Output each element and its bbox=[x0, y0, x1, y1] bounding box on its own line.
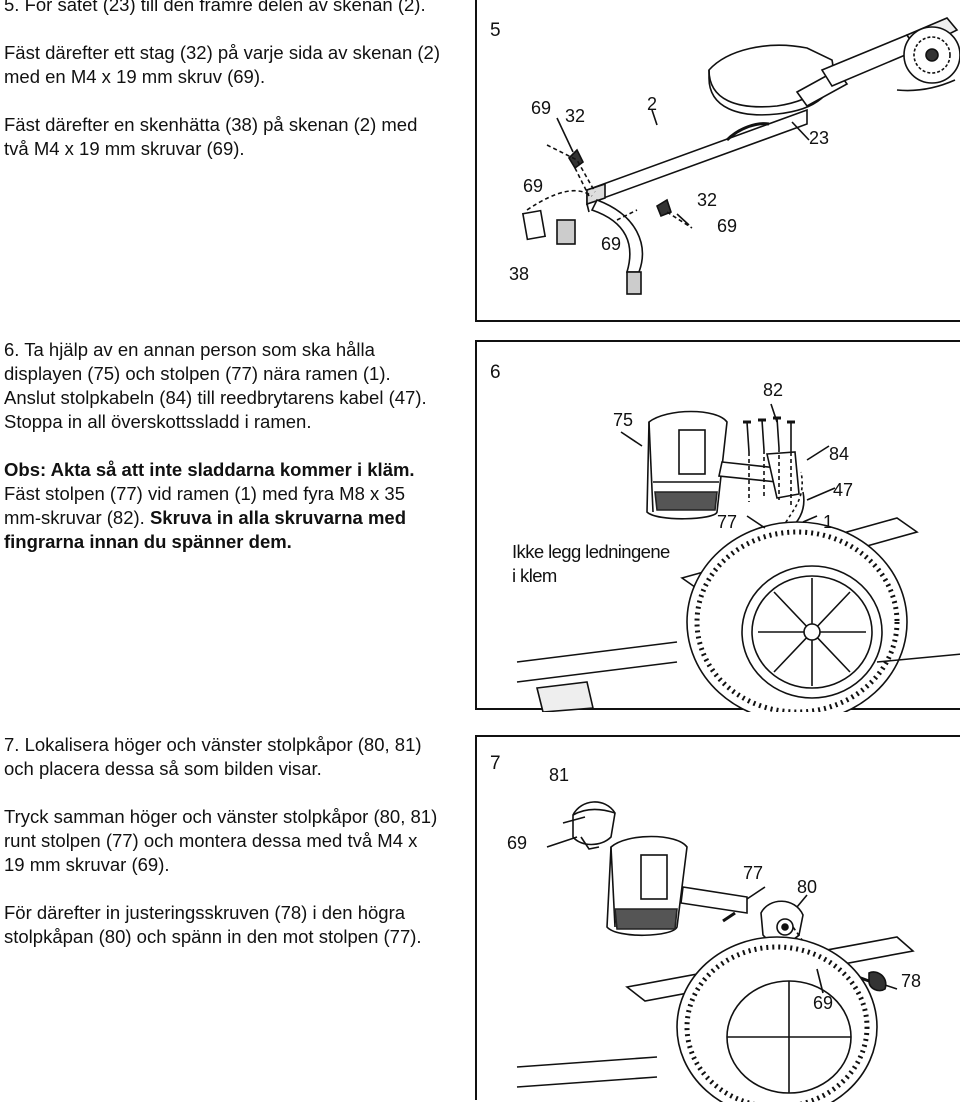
step6-text: 6. Ta hjälp av en annan person som ska h… bbox=[4, 338, 480, 554]
callout-82: 82 bbox=[763, 380, 784, 400]
callout-38: 38 bbox=[509, 264, 530, 284]
callout-77: 77 bbox=[743, 863, 764, 883]
step6-figure: 6 75 82 84 47 77 1 Ikke legg ledningene … bbox=[475, 340, 960, 712]
step6-warning-line1: Ikke legg ledningene bbox=[512, 541, 670, 562]
step5-para1-line2: med en M4 x 19 mm skruv (69). bbox=[4, 66, 266, 87]
callout-69c: 69 bbox=[717, 216, 738, 236]
step6-obs: Obs: Akta så att inte sladdarna kommer i… bbox=[4, 459, 415, 480]
step5-para1-line1: Fäst därefter ett stag (32) på varje sid… bbox=[4, 42, 440, 63]
step6-line2: displayen (75) och stolpen (77) nära ram… bbox=[4, 363, 391, 384]
step7-figure-number: 7 bbox=[490, 753, 501, 774]
step7-drawing bbox=[516, 801, 915, 1102]
step6-drawing bbox=[516, 403, 960, 712]
callout-1: 1 bbox=[823, 512, 834, 532]
callout-69b: 69 bbox=[523, 176, 544, 196]
step7-line5: 19 mm skruvar (69). bbox=[4, 854, 170, 875]
step5-heading: 5. För sätet (23) till den främre delen … bbox=[4, 0, 426, 15]
step7-line4: runt stolpen (77) och montera dessa med … bbox=[4, 830, 418, 851]
step7-line7: stolpkåpan (80) och spänn in den mot sto… bbox=[4, 926, 422, 947]
step7-figure: 7 81 69 77 80 78 69 bbox=[475, 735, 960, 1102]
step6-line3: Anslut stolpkabeln (84) till reedbrytare… bbox=[4, 387, 427, 408]
step6-line6a: mm-skruvar (82). bbox=[4, 507, 150, 528]
callout-69d: 69 bbox=[601, 234, 622, 254]
step6-line5: Fäst stolpen (77) vid ramen (1) med fyra… bbox=[4, 483, 405, 504]
step6-line1: 6. Ta hjälp av en annan person som ska h… bbox=[4, 339, 375, 360]
step6-line4: Stoppa in all överskottssladd i ramen. bbox=[4, 411, 312, 432]
step7-line6: För därefter in justeringsskruven (78) i… bbox=[4, 902, 406, 923]
step6-line6b: Skruva in alla skruvarna med bbox=[149, 507, 406, 528]
callout-47: 47 bbox=[833, 480, 854, 500]
callout-32b: 32 bbox=[697, 190, 718, 210]
step6-line7: fingrarna innan du spänner dem. bbox=[4, 531, 292, 552]
step6-figure-number: 6 bbox=[490, 362, 501, 383]
step7-line1: 7. Lokalisera höger och vänster stolpkåp… bbox=[4, 734, 422, 755]
step7-text: 7. Lokalisera höger och vänster stolpkåp… bbox=[4, 733, 474, 949]
callout-84: 84 bbox=[829, 444, 850, 464]
step5-figure: 5 69 32 2 23 69 32 69 69 38 bbox=[475, 0, 960, 322]
callout-69a: 69 bbox=[531, 98, 552, 118]
callout-77: 77 bbox=[717, 512, 738, 532]
callout-32a: 32 bbox=[565, 106, 586, 126]
step5-drawing bbox=[521, 17, 960, 295]
callout-23: 23 bbox=[809, 128, 830, 148]
callout-2: 2 bbox=[647, 94, 658, 114]
step6-warning: Ikke legg ledningene i klem bbox=[512, 540, 670, 588]
callout-78: 78 bbox=[901, 971, 922, 991]
step7-line3: Tryck samman höger och vänster stolpkåpo… bbox=[4, 806, 438, 827]
step7-line2: och placera dessa så som bilden visar. bbox=[4, 758, 322, 779]
callout-81: 81 bbox=[549, 765, 570, 785]
callout-69b: 69 bbox=[813, 993, 834, 1013]
callout-75: 75 bbox=[613, 410, 634, 430]
step6-warning-line2: i klem bbox=[512, 565, 557, 586]
step5-text: 5. För sätet (23) till den främre delen … bbox=[4, 0, 472, 161]
step5-para2-line2: två M4 x 19 mm skruvar (69). bbox=[4, 138, 245, 159]
step5-para2-line1: Fäst därefter en skenhätta (38) på skena… bbox=[4, 114, 418, 135]
callout-80: 80 bbox=[797, 877, 818, 897]
step5-figure-number: 5 bbox=[490, 20, 501, 41]
callout-69a: 69 bbox=[507, 833, 528, 853]
